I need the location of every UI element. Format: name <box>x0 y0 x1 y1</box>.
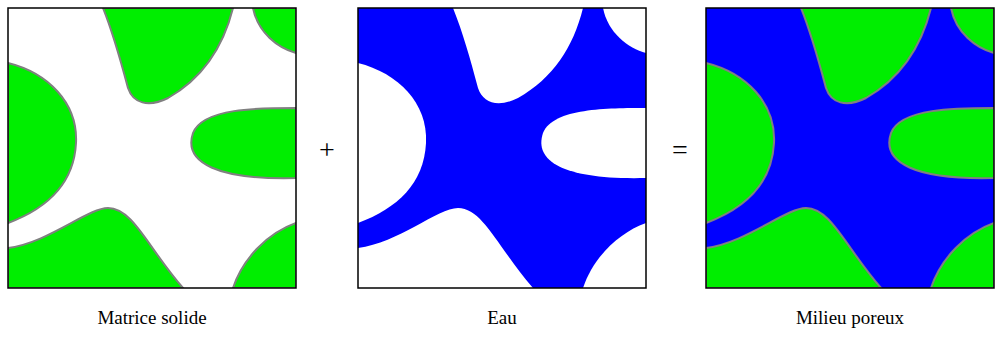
water-panel <box>358 8 646 288</box>
panel-caption: Eau <box>487 308 517 329</box>
panel-caption: Milieu poreux <box>796 308 904 329</box>
operator-sign: + <box>319 135 335 166</box>
solid-grains <box>8 8 296 288</box>
water-fill <box>358 8 646 288</box>
solid-matrix-panel <box>8 8 296 288</box>
solid-grains <box>706 8 994 288</box>
water-fill <box>706 8 994 288</box>
porous-medium-panel <box>706 8 994 288</box>
panel-caption: Matrice solide <box>97 308 206 329</box>
empty-grains <box>358 8 646 288</box>
operator-sign: = <box>672 135 688 166</box>
